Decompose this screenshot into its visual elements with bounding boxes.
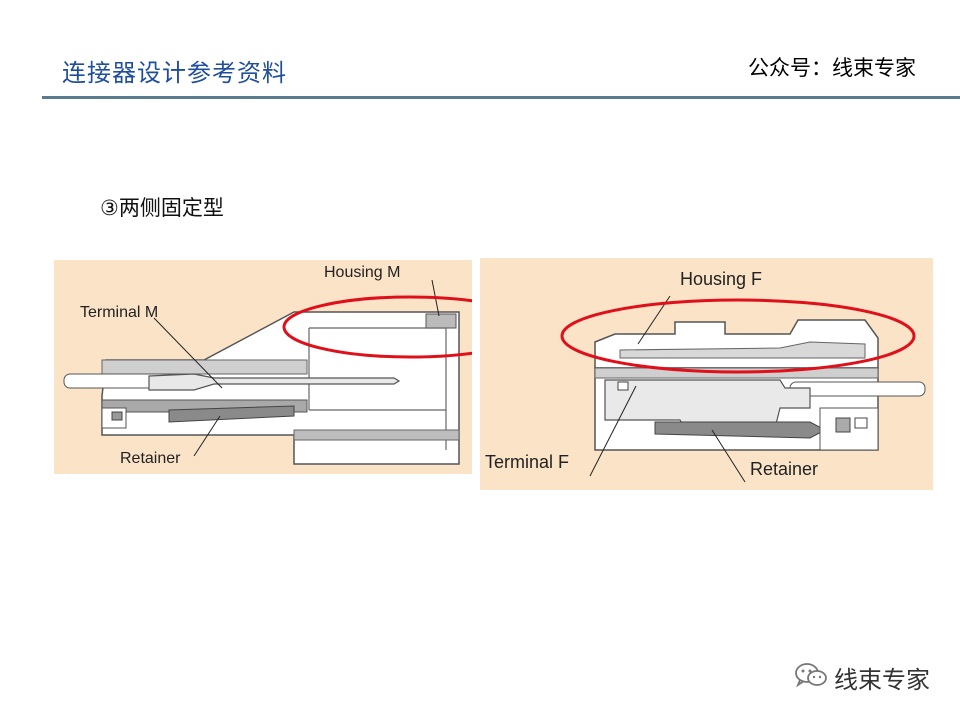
housing-m-highlight-ring bbox=[282, 295, 472, 359]
retainer-f-leader bbox=[711, 429, 746, 483]
retainer-f-shape bbox=[654, 421, 827, 439]
retainer-m-shape bbox=[168, 405, 295, 423]
retainer-f-label: Retainer bbox=[750, 459, 818, 479]
retainer-m-leader bbox=[193, 415, 221, 457]
watermark-text: 线束专家 bbox=[834, 666, 930, 694]
latch-m-detail bbox=[111, 411, 123, 421]
retainer-m-label: Retainer bbox=[120, 450, 181, 467]
terminal-f-shape bbox=[604, 379, 811, 429]
section-heading: ③两侧固定型 bbox=[100, 196, 224, 220]
housing-m-bottom-rib bbox=[293, 429, 460, 441]
terminal-m-label: Terminal M bbox=[80, 304, 158, 321]
terminal-m-shape bbox=[148, 373, 401, 391]
male-connector-diagram: Housing M Terminal M Retainer bbox=[63, 264, 472, 467]
watermark: 线束专家 bbox=[794, 660, 930, 695]
terminal-f-leader bbox=[589, 385, 637, 477]
housing-f-label: Housing F bbox=[680, 269, 762, 289]
terminal-f-window bbox=[617, 381, 629, 391]
terminal-f-label: Terminal F bbox=[485, 452, 569, 472]
housing-f-lance bbox=[619, 341, 866, 359]
latch-f-detail bbox=[835, 417, 851, 433]
wechat-icon bbox=[794, 662, 828, 694]
housing-f-highlight-ring bbox=[560, 298, 916, 374]
slide-title: 连接器设计参考资料 bbox=[62, 59, 287, 87]
header-account: 公众号：线束专家 bbox=[748, 56, 916, 80]
housing-m-corner bbox=[425, 313, 457, 329]
male-connector-panel: Housing M Terminal M Retainer bbox=[54, 260, 472, 474]
terminal-m-leader bbox=[153, 317, 223, 389]
female-connector-diagram: Housing F Terminal F Retainer bbox=[485, 269, 926, 483]
title-rule bbox=[42, 96, 960, 99]
housing-m-band bbox=[101, 359, 308, 375]
latch-f-notch bbox=[854, 417, 868, 429]
female-connector-panel: Housing F Terminal F Retainer bbox=[480, 258, 933, 490]
housing-m-label: Housing M bbox=[324, 264, 400, 281]
